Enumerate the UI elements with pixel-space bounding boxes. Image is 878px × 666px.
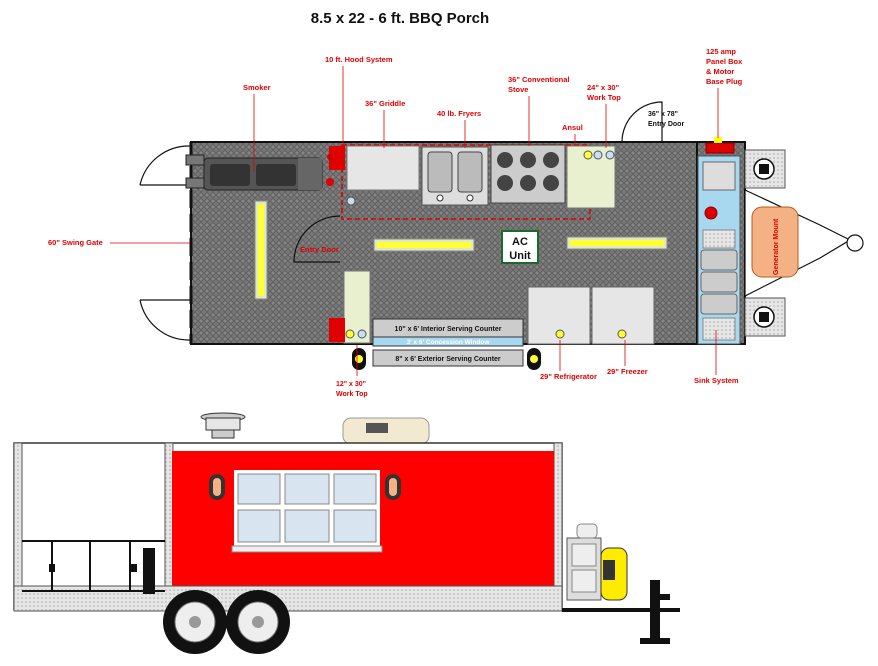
small-work-top-label-line1: 12" x 30"	[336, 381, 366, 388]
ceiling-lights	[254, 200, 668, 300]
panel-label-line3: & Motor	[706, 67, 734, 76]
small-work-top-label-line2: Work Top	[336, 391, 368, 398]
griddle-label: 36" Griddle	[365, 99, 405, 108]
stove-label-line2: Stove	[508, 85, 528, 94]
interior-counter-label: 10" x 6' Interior Serving Counter	[395, 326, 502, 333]
exterior-serving-counter	[372, 349, 524, 367]
generator-mount-label: Generator Mount	[773, 218, 780, 275]
work-top-12x30	[343, 270, 371, 344]
panel-label-line1: 125 amp	[706, 47, 736, 56]
fryers-label: 40 lb. Fryers	[437, 109, 481, 118]
panel-label-line2: Panel Box	[706, 57, 743, 66]
ac-unit	[501, 230, 539, 264]
griddle	[346, 145, 420, 191]
hood-red-block	[329, 146, 345, 170]
side-marker-lights	[209, 474, 401, 500]
ac-label-line1: AC	[512, 236, 528, 248]
smoker	[185, 154, 323, 191]
roof-exhaust-fan	[200, 412, 246, 439]
concession-window-label: 3' x 6' Concession Window	[407, 339, 491, 346]
interior-entry-door-label: Entry Door	[300, 245, 339, 254]
work-top-label-line1: 24" x 30"	[587, 83, 620, 92]
concession-window	[372, 336, 524, 347]
interior-entry-door[interactable]	[293, 215, 341, 263]
serving-red-block	[329, 318, 345, 342]
entry-door-label-line1: 36" x 78"	[648, 111, 678, 118]
work-top-label-line2: Work Top	[587, 93, 621, 102]
ansul-label: Ansul	[562, 123, 583, 132]
swing-gate[interactable]	[139, 145, 191, 341]
front-side-lights	[352, 348, 541, 370]
concession-window-side	[231, 470, 383, 553]
panel-box	[705, 142, 735, 154]
stove-label-line1: 36" Conventional	[508, 75, 569, 84]
tongue-jack	[650, 580, 660, 640]
page-title: 8.5 x 22 - 6 ft. BBQ Porch	[311, 10, 489, 27]
generator-mount	[751, 206, 799, 278]
hood-system-label: 10 ft. Hood System	[325, 55, 393, 64]
entry-door-label-line2: Entry Door	[648, 121, 684, 128]
refrigerator-label: 29" Refrigerator	[540, 372, 597, 381]
entry-door[interactable]	[621, 101, 663, 143]
fryers	[421, 146, 489, 206]
conventional-stove	[490, 144, 566, 204]
trailer-wheels	[163, 590, 290, 654]
sink-system	[697, 155, 741, 345]
ac-label-line2: Unit	[509, 250, 531, 262]
panel-label-line4: Base Plug	[706, 77, 743, 86]
sink-system-label: Sink System	[694, 376, 739, 385]
trailer-skirt	[13, 585, 563, 612]
porch-railing	[22, 540, 165, 594]
freezer-label: 29" Freezer	[607, 367, 648, 376]
smoker-label: Smoker	[243, 83, 271, 92]
exterior-counter-label: 8" x 6' Exterior Serving Counter	[395, 356, 501, 363]
swing-gate-label: 60" Swing Gate	[48, 238, 103, 247]
